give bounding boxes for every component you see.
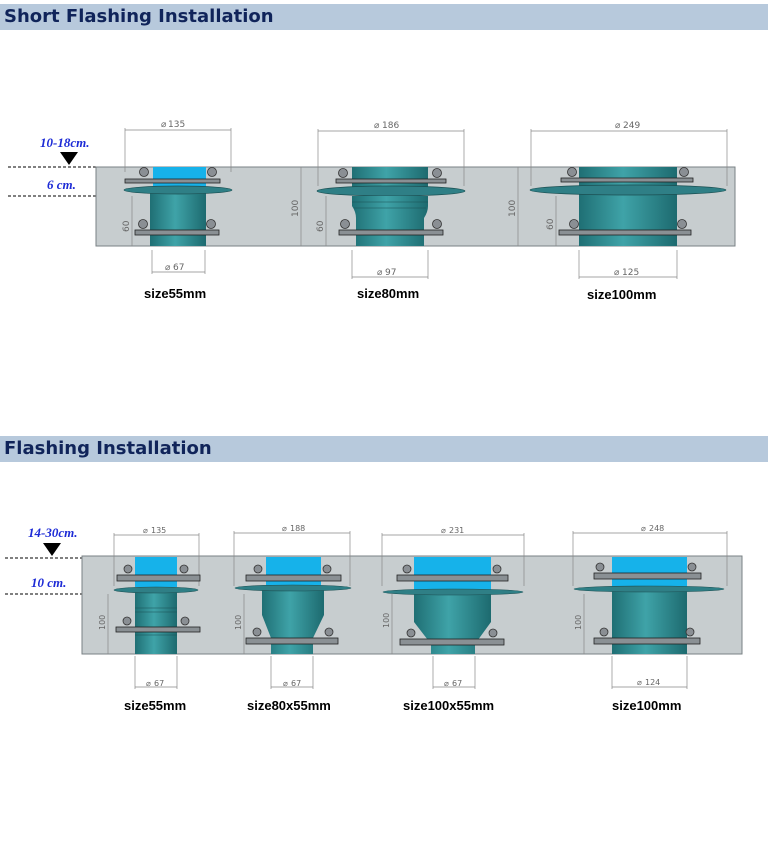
height-label: 100 (508, 200, 518, 217)
size-label: size55mm (124, 698, 186, 713)
svg-text:⌀: ⌀ (441, 526, 446, 535)
bottom-diameter-label: 125 (622, 268, 639, 278)
height-label: 100 (234, 615, 243, 630)
svg-text:⌀: ⌀ (374, 121, 380, 131)
section-header-flashing: Flashing Installation (0, 436, 768, 462)
lower-height-label: 60 (546, 218, 556, 230)
flashing-drain-80x55: ⌀ 188 100 ⌀ 67 size80x55mm (233, 524, 352, 713)
flashing-diagram: 14-30cm. 10 cm. ⌀ 135 100 ⌀ 67 size55mm (5, 524, 743, 713)
bottom-diameter-label: 124 (645, 678, 660, 687)
svg-text:⌀: ⌀ (161, 120, 167, 130)
depth-label: 10-18cm. (40, 135, 89, 150)
bottom-diameter-label: 67 (154, 679, 164, 688)
svg-text:⌀: ⌀ (615, 121, 621, 131)
short-flashing-diagram: 10-18cm. 6 cm. 135 ⌀ 60 ⌀ 67 size55mm ⌀ (8, 120, 736, 302)
section-title: Flashing Installation (4, 438, 212, 459)
bottom-diameter-label: 97 (385, 268, 396, 278)
svg-text:⌀: ⌀ (143, 526, 148, 535)
flashing-drain-55: 135 ⌀ 60 ⌀ 67 size55mm (122, 120, 233, 301)
top-diameter-label: 135 (151, 526, 166, 535)
lower-height-label: 60 (316, 220, 326, 232)
flashing-drain-100: ⌀ 249 100 60 ⌀ 125 size100mm (508, 121, 728, 302)
svg-text:⌀: ⌀ (165, 263, 171, 273)
height-label: 100 (574, 615, 583, 630)
depth-label: 14-30cm. (28, 525, 77, 540)
layer-label: 10 cm. (31, 575, 66, 590)
svg-text:⌀: ⌀ (377, 268, 383, 278)
svg-text:⌀: ⌀ (637, 678, 642, 687)
bottom-diameter-label: 67 (291, 679, 301, 688)
svg-text:⌀: ⌀ (444, 679, 449, 688)
top-diameter-label: 248 (649, 524, 664, 533)
lower-height-label: 60 (122, 220, 132, 232)
flashing-drain-80: ⌀ 186 100 60 ⌀ 97 size80mm (291, 121, 466, 301)
size-label: size100mm (612, 698, 681, 713)
top-diameter-label: 186 (382, 121, 399, 131)
section-header-short-flashing: Short Flashing Installation (0, 4, 768, 30)
svg-text:⌀: ⌀ (146, 679, 151, 688)
size-label: size55mm (144, 286, 206, 301)
bottom-diameter-label: 67 (452, 679, 462, 688)
top-diameter-label: 135 (168, 120, 185, 130)
level-marker-icon (43, 543, 61, 556)
size-label: size100mm (587, 287, 656, 302)
height-label: 100 (98, 615, 107, 630)
flashing-drain-55: ⌀ 135 100 ⌀ 67 size55mm (98, 526, 201, 713)
height-label: 100 (382, 613, 391, 628)
section-title: Short Flashing Installation (4, 6, 274, 27)
bottom-diameter-label: 67 (173, 263, 184, 273)
top-diameter-label: 231 (449, 526, 464, 535)
layer-label: 6 cm. (47, 177, 76, 192)
flashing-drain-100: ⌀ 248 100 ⌀ 124 size100mm (572, 524, 728, 713)
top-diameter-label: 249 (623, 121, 640, 131)
size-label: size100x55mm (403, 698, 494, 713)
size-label: size80x55mm (247, 698, 331, 713)
svg-text:⌀: ⌀ (614, 268, 620, 278)
flashing-drain-100x55: ⌀ 231 100 ⌀ 67 size100x55mm (381, 526, 525, 713)
top-diameter-label: 188 (290, 524, 305, 533)
height-label: 100 (291, 200, 301, 217)
size-label: size80mm (357, 286, 419, 301)
svg-text:⌀: ⌀ (641, 524, 646, 533)
level-marker-icon (60, 152, 78, 165)
svg-text:⌀: ⌀ (282, 524, 287, 533)
svg-text:⌀: ⌀ (283, 679, 288, 688)
